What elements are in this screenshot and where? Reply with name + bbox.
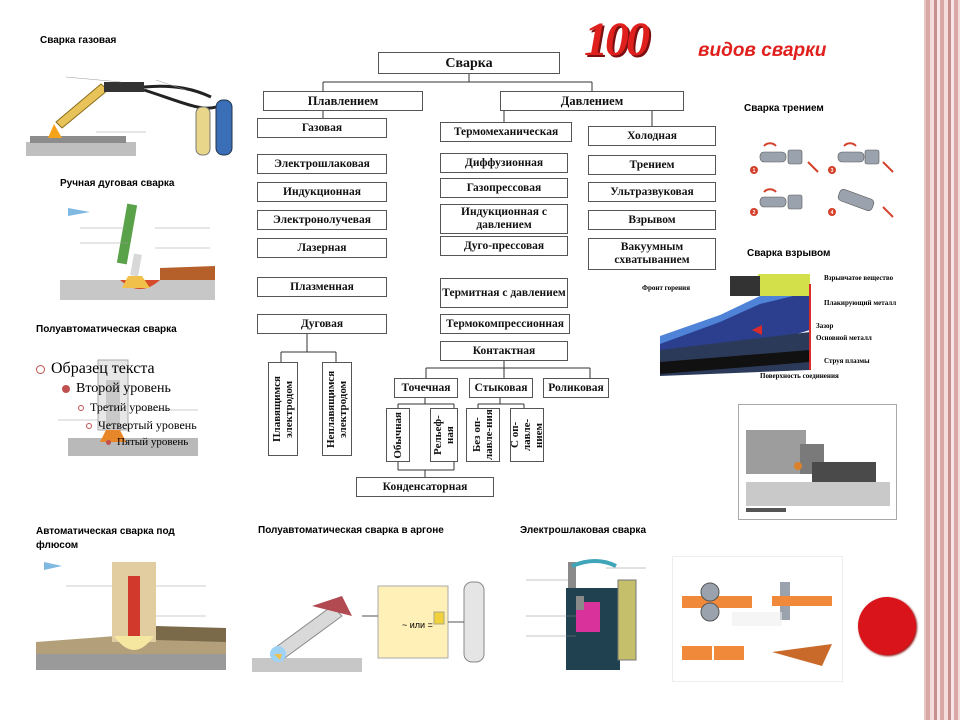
- diagram-root: Сварка: [378, 52, 560, 74]
- diagram-melt-item: Газовая: [257, 118, 387, 138]
- explosion-label-gap: Зазор: [816, 322, 833, 330]
- label-explosion: Сварка взрывом: [747, 248, 831, 259]
- explosion-label-explosive: Взрывчатое вещество: [824, 274, 894, 282]
- text-outline: Образец текста Второй уровень Третий уро…: [36, 360, 197, 448]
- outline-bullet-icon: [86, 422, 92, 429]
- diagram-contact: Контактная: [440, 341, 568, 361]
- label-manual-arc: Ручная дуговая сварка: [60, 178, 175, 189]
- outline-bullet-icon: [78, 404, 84, 411]
- diagram-pressure: Давлением: [500, 91, 684, 111]
- manual-arc-illustration: [60, 203, 215, 300]
- diagram-melt-item: Лазерная: [257, 238, 387, 258]
- diagram-melt: Плавлением: [263, 91, 423, 111]
- label-semi-argon: Полуавтоматическая сварка в аргоне: [258, 525, 444, 536]
- process-illustration: [738, 404, 897, 520]
- title-text: видов сварки: [698, 40, 827, 61]
- outline-level-3: Третий уровень: [78, 400, 197, 415]
- friction-step: 4: [831, 210, 834, 216]
- semi-auto-illustration: [58, 359, 198, 456]
- diagram-thermo-item: Диффузионная: [440, 153, 568, 173]
- explosion-illustration: Фронт горения Взрывчатое вещество Плакир…: [642, 274, 896, 380]
- diagram-arc-sub: Плавящимся электродом: [268, 362, 298, 456]
- diagram-thermo-item: Газопрессовая: [440, 178, 568, 198]
- outline-bullet-icon: [36, 364, 45, 374]
- outline-level-4: Четвертый уровень: [86, 418, 197, 433]
- label-electroslag: Электрошлаковая сварка: [520, 525, 647, 536]
- diagram-cold-item: Взрывом: [588, 210, 716, 230]
- diagram-thermo-item: Термокомпрессионная: [440, 314, 570, 334]
- diagram-point-sub: Обычная: [386, 408, 410, 462]
- diagram-thermo-item: Дуго-прессовая: [440, 236, 568, 256]
- diagram-contact-type: Точечная: [394, 378, 458, 398]
- explosion-label-plated: Плакирующий металл: [824, 299, 896, 307]
- outline-level-5: Пятый уровень: [106, 436, 197, 448]
- outline-bullet-icon: [62, 385, 70, 393]
- friction-step: 3: [831, 168, 834, 174]
- gas-welding-illustration: [26, 76, 233, 156]
- outline-bullet-icon: [106, 439, 111, 445]
- outline-level-2: Второй уровень: [62, 381, 197, 397]
- red-circle-decoration: [858, 597, 916, 655]
- diagram-arc-sub: Неплавящимся электродом: [322, 362, 352, 456]
- label-semi-auto: Полуавтоматическая сварка: [36, 324, 177, 335]
- auto-flux-illustration: [36, 562, 226, 670]
- diagram-point-sub: Рельеф-ная: [430, 408, 458, 462]
- diagram-cold: Холодная: [588, 126, 716, 146]
- friction-step: 1: [753, 168, 756, 174]
- outline-level-1: Образец текста: [36, 360, 197, 378]
- friction-illustration: 1 3 2 4: [750, 142, 894, 218]
- explosion-label-front: Фронт горения: [642, 284, 690, 292]
- semi-argon-illustration: ~ или =: [252, 581, 485, 672]
- diagram-cold-item: Вакуумным схватыванием: [588, 238, 716, 270]
- argon-current-label: ~ или =: [402, 620, 433, 630]
- diagram-capacitor: Конденсаторная: [356, 477, 494, 497]
- diagram-butt-sub: Без оп-лавле-ния: [466, 408, 500, 462]
- decorative-border: [924, 0, 926, 720]
- explosion-label-base: Основной металл: [816, 334, 872, 342]
- title-number: 100: [584, 13, 650, 66]
- diagram-melt-item: Дуговая: [257, 314, 387, 334]
- types-illustration: [672, 556, 843, 682]
- diagram-melt-item: Индукционная: [257, 182, 387, 202]
- label-friction: Сварка трением: [744, 103, 824, 114]
- diagram-melt-item: Электрошлаковая: [257, 154, 387, 174]
- diagram-melt-item: Электронолучевая: [257, 210, 387, 230]
- friction-step: 2: [753, 210, 756, 216]
- explosion-label-plasma: Струя плазмы: [824, 357, 870, 365]
- decorative-stripes: [926, 0, 960, 720]
- label-auto-flux: Автоматическая сварка под флюсом: [36, 526, 175, 551]
- diagram-thermo: Термомеханическая: [440, 122, 572, 142]
- diagram-thermo-item: Индукционная с давлением: [440, 204, 568, 234]
- diagram-thermo-item: Термитная с давлением: [440, 278, 568, 308]
- electroslag-illustration: [526, 559, 646, 670]
- label-gas-welding: Сварка газовая: [40, 35, 117, 46]
- explosion-label-surface: Поверхность соединения: [760, 372, 839, 380]
- diagram-butt-sub: С оп-лавле-нием: [509, 408, 545, 462]
- diagram-cold-item: Ультразвуковая: [588, 182, 716, 202]
- diagram-cold-item: Трением: [588, 155, 716, 175]
- diagram-melt-item: Плазменная: [257, 277, 387, 297]
- diagram-contact-type: Роликовая: [543, 378, 609, 398]
- diagram-contact-type: Стыковая: [469, 378, 533, 398]
